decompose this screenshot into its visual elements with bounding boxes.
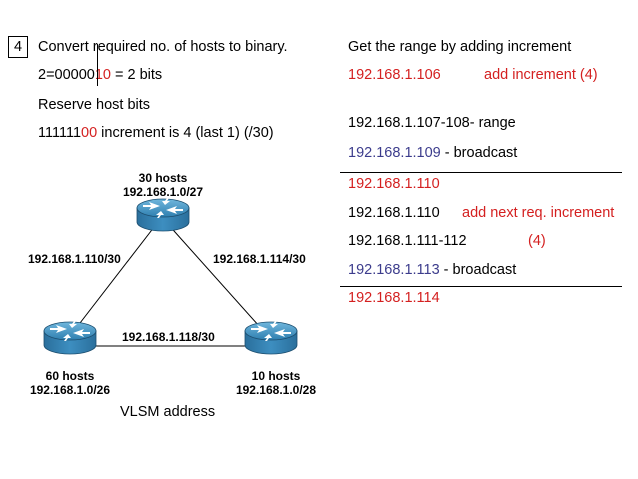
top-router-network: 192.168.1.0/27 — [122, 185, 204, 199]
host-range-1: 192.168.1.107-108- range — [348, 115, 516, 131]
router-icon — [43, 320, 97, 355]
left-router-network: 192.168.1.0/26 — [29, 383, 111, 397]
broadcast-2-label: - broadcast — [439, 262, 517, 278]
right-router-network: 192.168.1.0/28 — [235, 383, 317, 397]
step-binary-value: 2=0000010 = 2 bits — [38, 66, 162, 84]
next-network-ip: 192.168.1.110 — [348, 176, 440, 192]
link-label-left: 192.168.1.110/30 — [28, 252, 121, 266]
next-network-ip-repeat: 192.168.1.110 — [348, 205, 440, 221]
broadcast-1-label: - broadcast — [440, 145, 518, 161]
link-label-bottom: 192.168.1.118/30 — [122, 330, 215, 344]
binary-suffix: = 2 bits — [111, 67, 163, 83]
link-line-right — [165, 221, 269, 337]
host-range-2: 192.168.1.111-112 — [348, 233, 467, 249]
step-number-box: 4 — [8, 36, 28, 58]
mask-suffix: increment is 4 (last 1) (/30) — [97, 125, 274, 141]
binary-highlight: 10 — [94, 67, 111, 83]
broadcast-2: 192.168.1.113 - broadcast — [348, 261, 516, 279]
right-router-hosts: 10 hosts — [251, 369, 301, 383]
broadcast-1-ip: 192.168.1.109 — [348, 145, 441, 161]
router-icon — [136, 197, 190, 232]
mask-highlight: 00 — [81, 125, 98, 141]
cursor-line — [97, 44, 98, 86]
separator-1 — [340, 172, 622, 173]
broadcast-1: 192.168.1.109 - broadcast — [348, 144, 517, 162]
link-label-right: 192.168.1.114/30 — [213, 252, 306, 266]
step-reserve-bits: Reserve host bits — [38, 97, 151, 113]
left-router-hosts: 60 hosts — [45, 369, 95, 383]
add-increment-note: add increment (4) — [484, 67, 598, 83]
link-line-left — [69, 221, 159, 337]
diagram-caption: VLSM address — [120, 404, 216, 420]
mask-prefix: 111111 — [38, 125, 82, 141]
router-icon — [244, 320, 298, 355]
add-next-increment-note: add next req. increment — [462, 205, 615, 221]
range-heading: Get the range by adding increment — [348, 39, 572, 55]
range-start-ip: 192.168.1.106 — [348, 67, 441, 83]
broadcast-2-ip: 192.168.1.113 — [348, 262, 440, 278]
increment-4-note: (4) — [528, 233, 546, 249]
binary-prefix: 2=00000 — [38, 67, 95, 83]
separator-2 — [340, 286, 622, 287]
step-convert-hosts: Convert required no. of hosts to binary. — [38, 39, 288, 55]
final-network-ip: 192.168.1.114 — [348, 290, 440, 306]
top-router-hosts: 30 hosts — [138, 171, 188, 185]
step-increment: 11111100 increment is 4 (last 1) (/30) — [38, 124, 274, 142]
